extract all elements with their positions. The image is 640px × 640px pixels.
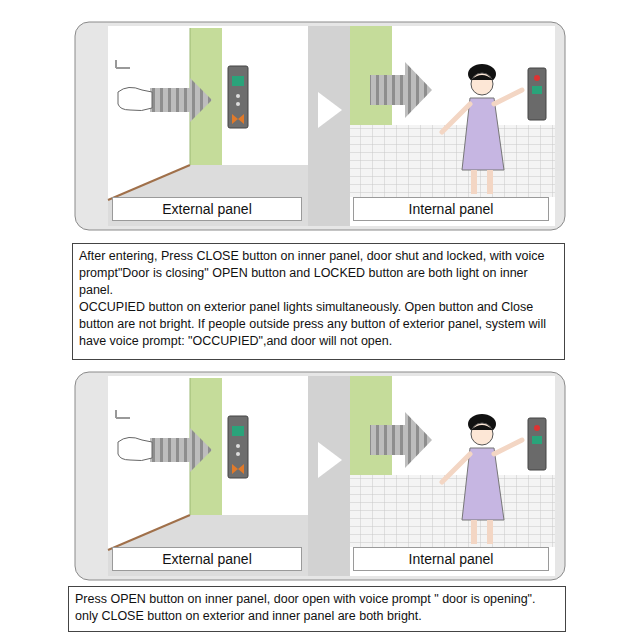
panel-label: Internal panel: [353, 197, 549, 221]
panel-name: External panel: [162, 201, 252, 217]
description-text: Press OPEN button on inner panel, door o…: [75, 591, 559, 625]
panel-label: External panel: [112, 197, 302, 221]
panel-name: External panel: [162, 551, 252, 567]
panel-label: External panel: [112, 547, 302, 571]
description-text: OCCUPIED button on exterior panel lights…: [79, 299, 558, 350]
description-box: After entering, Press CLOSE button on in…: [72, 243, 565, 360]
panel-name: Internal panel: [409, 201, 494, 217]
description-box: Press OPEN button on inner panel, door o…: [68, 586, 566, 632]
panel-label: Internal panel: [353, 547, 549, 571]
description-text: After entering, Press CLOSE button on in…: [79, 248, 558, 299]
panel-name: Internal panel: [409, 551, 494, 567]
